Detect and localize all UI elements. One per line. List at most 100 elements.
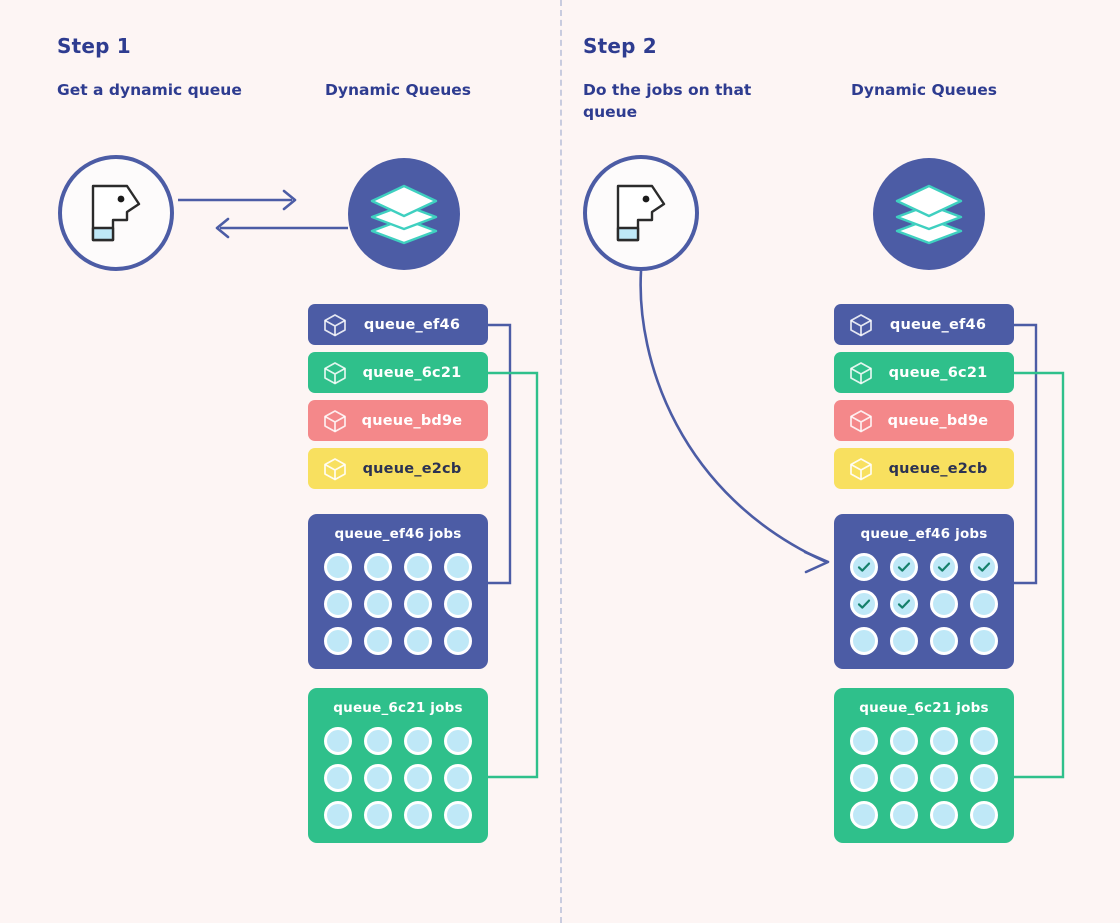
job-dot-pending	[970, 627, 999, 655]
step-2-title: Step 2	[583, 34, 657, 58]
queue-pill-label: queue_bd9e	[361, 412, 463, 429]
job-dot-pending	[404, 627, 433, 655]
step-1-title: Step 1	[57, 34, 131, 58]
job-dot-pending	[930, 627, 959, 655]
job-dot-completed	[849, 553, 878, 581]
job-dot-pending	[930, 727, 959, 755]
check-icon	[897, 562, 910, 572]
queue-pill-e2cb-step1[interactable]: queue_e2cb	[308, 448, 488, 489]
job-dot-pending	[323, 801, 352, 829]
job-dot-pending	[404, 553, 433, 581]
step-2-dynamic-queues-node[interactable]	[873, 158, 985, 270]
queue-pill-label: queue_ef46	[363, 316, 461, 333]
job-dot-pending	[363, 553, 392, 581]
job-dot-pending	[404, 727, 433, 755]
queue-pill-label: queue_e2cb	[362, 460, 462, 477]
step-divider	[560, 0, 562, 923]
job-dot-pending	[849, 627, 878, 655]
job-dot-pending	[323, 627, 352, 655]
jobs-panel-ef46-step1[interactable]: queue_ef46 jobs	[308, 514, 488, 669]
jobs-grid	[847, 727, 1001, 829]
job-dot-pending	[323, 727, 352, 755]
job-dot-completed	[930, 553, 959, 581]
jobs-panel-title: queue_ef46 jobs	[860, 526, 988, 542]
job-dot-pending	[444, 727, 473, 755]
check-icon	[978, 562, 991, 572]
job-dot-pending	[970, 801, 999, 829]
jobs-panel-title: queue_6c21 jobs	[859, 700, 989, 716]
job-dot-pending	[970, 727, 999, 755]
cube-icon	[322, 360, 348, 386]
job-dot-pending	[849, 801, 878, 829]
job-dot-pending	[444, 553, 473, 581]
jobs-panel-6c21-step1[interactable]: queue_6c21 jobs	[308, 688, 488, 843]
check-icon	[857, 599, 870, 609]
cube-icon	[848, 456, 874, 482]
queue-pill-ef46-step2[interactable]: queue_ef46	[834, 304, 1014, 345]
job-dot-pending	[889, 801, 918, 829]
jobs-panel-title: queue_ef46 jobs	[334, 526, 462, 542]
step-2-left-label: Do the jobs on that queue	[583, 81, 752, 122]
queue-pill-label: queue_ef46	[889, 316, 987, 333]
queue-pill-label: queue_6c21	[888, 364, 988, 381]
job-dot-completed	[849, 590, 878, 618]
cube-icon	[848, 312, 874, 338]
check-icon	[938, 562, 951, 572]
cube-icon	[848, 360, 874, 386]
job-dot-pending	[930, 801, 959, 829]
jobs-panel-title: queue_6c21 jobs	[333, 700, 463, 716]
jobs-panel-6c21-step2[interactable]: queue_6c21 jobs	[834, 688, 1014, 843]
jobs-grid	[847, 553, 1001, 655]
cube-icon	[322, 456, 348, 482]
wire-ef46-to-jobs-step2	[1013, 323, 1038, 585]
wire-6c21-to-jobs-step1	[488, 371, 539, 779]
job-dot-pending	[404, 590, 433, 618]
job-dot-completed	[889, 590, 918, 618]
job-dot-pending	[970, 590, 999, 618]
cube-icon	[322, 312, 348, 338]
jobs-panel-ef46-step2[interactable]: queue_ef46 jobs	[834, 514, 1014, 669]
job-dot-pending	[444, 627, 473, 655]
job-dot-completed	[889, 553, 918, 581]
step-1-right-label: Dynamic Queues	[324, 81, 471, 99]
queue-pill-label: queue_e2cb	[888, 460, 988, 477]
job-dot-pending	[323, 590, 352, 618]
queue-pill-6c21-step1[interactable]: queue_6c21	[308, 352, 488, 393]
wire-6c21-to-jobs-step2	[1013, 371, 1065, 779]
queue-pill-bd9e-step1[interactable]: queue_bd9e	[308, 400, 488, 441]
job-dot-pending	[323, 553, 352, 581]
job-dot-pending	[889, 627, 918, 655]
job-dot-pending	[363, 801, 392, 829]
job-dot-pending	[930, 764, 959, 792]
check-icon	[897, 599, 910, 609]
queue-pill-e2cb-step2[interactable]: queue_e2cb	[834, 448, 1014, 489]
queue-pill-6c21-step2[interactable]: queue_6c21	[834, 352, 1014, 393]
step-1-actor[interactable]	[58, 155, 174, 271]
step-2-right-label: Dynamic Queues	[850, 81, 997, 99]
step-1-left-label: Get a dynamic queue	[57, 81, 242, 99]
job-dot-pending	[970, 764, 999, 792]
job-dot-pending	[404, 764, 433, 792]
job-dot-pending	[849, 727, 878, 755]
queue-pill-ef46-step1[interactable]: queue_ef46	[308, 304, 488, 345]
job-dot-pending	[404, 801, 433, 829]
queue-pill-bd9e-step2[interactable]: queue_bd9e	[834, 400, 1014, 441]
check-icon	[857, 562, 870, 572]
jobs-grid	[321, 553, 475, 655]
job-dot-pending	[363, 764, 392, 792]
job-dot-pending	[444, 764, 473, 792]
job-dot-pending	[444, 801, 473, 829]
job-dot-pending	[889, 764, 918, 792]
job-dot-pending	[930, 590, 959, 618]
wire-ef46-to-jobs-step1	[488, 323, 512, 585]
job-dot-pending	[363, 627, 392, 655]
step-2-actor[interactable]	[583, 155, 699, 271]
step-2-do-jobs-arrow	[639, 269, 830, 574]
step-1-response-arrow	[215, 217, 348, 239]
cube-icon	[848, 408, 874, 434]
cube-icon	[322, 408, 348, 434]
queue-pill-label: queue_6c21	[362, 364, 462, 381]
step-1-dynamic-queues-node[interactable]	[348, 158, 460, 270]
job-dot-pending	[363, 727, 392, 755]
